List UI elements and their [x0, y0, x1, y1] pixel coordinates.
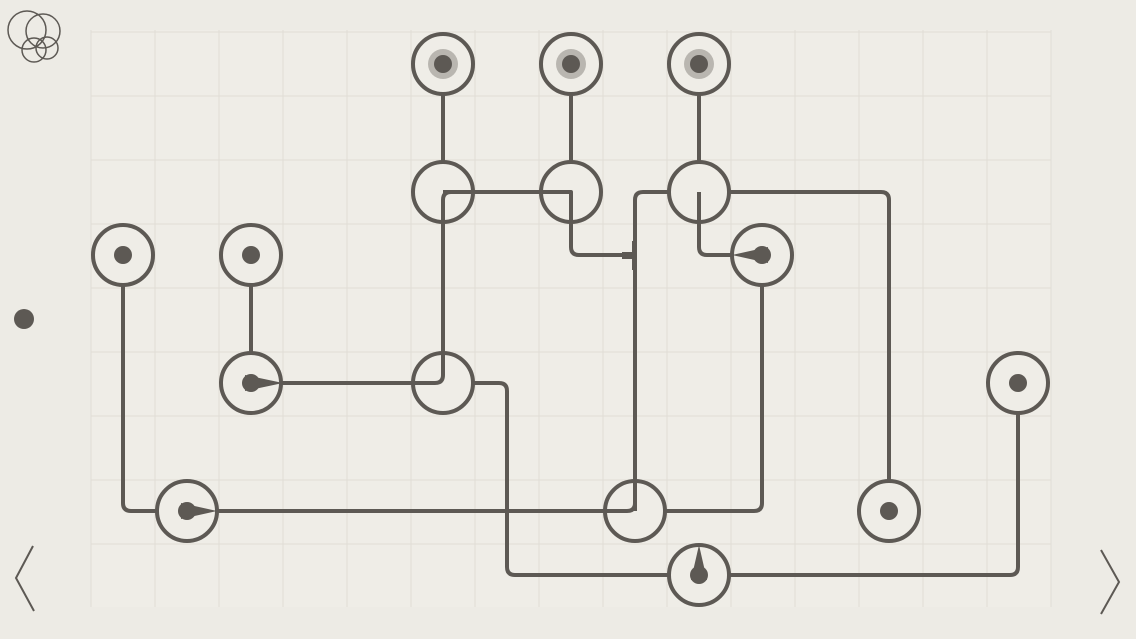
junction-a[interactable] — [411, 160, 475, 224]
bottom-source[interactable] — [857, 479, 921, 543]
wire-stopper-cap — [622, 252, 634, 259]
rotator-2[interactable] — [730, 223, 794, 287]
dot-icon — [14, 309, 34, 329]
rotator-4[interactable] — [667, 543, 731, 607]
pointer-icon — [732, 247, 768, 263]
overlapping-circles-icon — [7, 10, 61, 63]
left-source-1[interactable] — [91, 223, 155, 287]
wire — [665, 286, 764, 513]
menu-button[interactable] — [7, 10, 61, 63]
rotator-1[interactable] — [219, 351, 283, 415]
wire — [474, 381, 668, 577]
junction-b[interactable] — [539, 160, 603, 224]
wire — [729, 383, 1020, 577]
pointer-icon — [245, 375, 283, 391]
wire-stopper — [632, 241, 637, 270]
wire — [633, 190, 668, 511]
chevron-left-icon[interactable] — [14, 545, 35, 612]
pointer-icon — [691, 545, 707, 580]
wire — [697, 192, 762, 257]
wire — [187, 501, 637, 513]
junction-d[interactable] — [411, 351, 475, 415]
pointer-icon — [181, 503, 217, 519]
wire — [729, 190, 891, 480]
wire — [121, 255, 187, 513]
junction-c[interactable] — [667, 160, 731, 224]
rotator-3[interactable] — [155, 479, 219, 543]
left-source-2[interactable] — [219, 223, 283, 287]
wire — [441, 190, 466, 222]
top-receiver-1[interactable] — [411, 32, 475, 96]
wire — [251, 353, 445, 385]
right-source[interactable] — [986, 351, 1050, 415]
junction-e[interactable] — [603, 479, 667, 543]
top-receiver-2[interactable] — [539, 32, 603, 96]
top-receiver-3[interactable] — [667, 32, 731, 96]
chevron-right-icon[interactable] — [1100, 549, 1121, 615]
